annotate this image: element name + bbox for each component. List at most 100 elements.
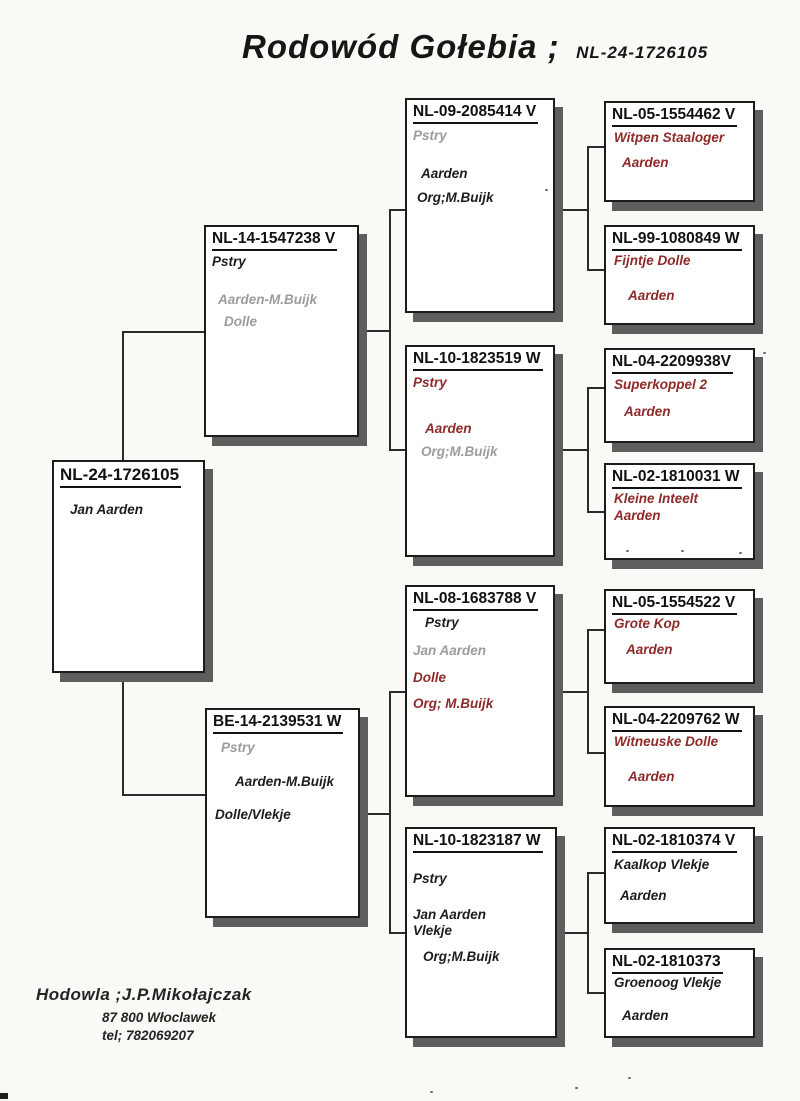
ring-number: NL-08-1683788 V: [413, 590, 547, 611]
pedigree-line: Witpen Staaloger: [614, 130, 725, 145]
pedigree-line: Aarden: [624, 403, 671, 419]
ring-number: NL-02-1810373: [612, 953, 747, 974]
title-text: Rodowód Gołebia ;: [242, 28, 560, 65]
connector-line: [389, 449, 406, 451]
connector-line: [358, 330, 391, 332]
pedigree-line: Fijntje Dolle: [614, 253, 691, 268]
ring-number: BE-14-2139531 W: [213, 713, 352, 734]
connector-line: [389, 691, 391, 934]
pedigree-box-dam: BE-14-2139531 W Pstry Aarden-M.Buijk Dol…: [205, 708, 360, 918]
scan-speck: [681, 550, 684, 552]
pedigree-line: Aarden: [622, 154, 669, 170]
pedigree-box-g4-7: NL-02-1810374 V Kaalkop Vlekje Aarden: [604, 827, 755, 924]
pedigree-box-g3-2: NL-10-1823519 W Pstry Aarden Org;M.Buijk: [405, 345, 555, 557]
pedigree-box-sire: NL-14-1547238 V Pstry Aarden-M.Buijk Dol…: [204, 225, 359, 437]
connector-line: [587, 146, 589, 271]
breeder-phone: tel; 782069207: [102, 1028, 194, 1043]
breeder-name: Hodowla ;J.P.Mikołajczak: [36, 985, 252, 1004]
pedigree-line: Org;M.Buijk: [423, 948, 500, 964]
ring-number: NL-05-1554522 V: [612, 594, 747, 615]
connector-line: [122, 331, 124, 461]
connector-line: [587, 387, 589, 513]
connector-line: [587, 269, 605, 271]
scan-speck: [575, 1087, 578, 1089]
pedigree-line: Jan Aarden: [413, 906, 487, 922]
connector-line: [587, 872, 589, 994]
breeder-address: 87 800 Włoclawek: [102, 1010, 217, 1025]
pedigree-line: Aarden: [425, 420, 472, 436]
pedigree-line: Pstry: [425, 615, 459, 630]
pedigree-box-g4-1: NL-05-1554462 V Witpen Staaloger Aarden: [604, 101, 755, 202]
pedigree-box-g4-2: NL-99-1080849 W Fijntje Dolle Aarden: [604, 225, 755, 325]
pedigree-line: Aarden: [620, 887, 667, 903]
ring-number: NL-09-2085414 V: [413, 103, 547, 124]
connector-line: [122, 331, 206, 333]
connector-line: [389, 209, 391, 451]
pedigree-line: Org; M.Buijk: [413, 695, 494, 711]
connector-line: [389, 932, 406, 934]
ring-number: NL-04-2209938V: [612, 353, 747, 374]
pedigree-box-g3-1: NL-09-2085414 V Pstry Aarden Org;M.Buijk: [405, 98, 555, 313]
scan-speck: [763, 352, 766, 354]
pedigree-box-g3-4: NL-10-1823187 W Pstry Jan Aarden Vlekje …: [405, 827, 557, 1038]
connector-line: [587, 992, 605, 994]
pedigree-box-root: NL-24-1726105 Jan Aarden: [52, 460, 205, 673]
ring-number: NL-05-1554462 V: [612, 106, 747, 127]
ring-number: NL-02-1810031 W: [612, 468, 747, 489]
scan-speck: [430, 1091, 433, 1093]
pedigree-line: Vlekje: [413, 923, 453, 939]
pedigree-line: Kaalkop Vlekje: [614, 857, 710, 872]
pedigree-box-g4-8: NL-02-1810373 Groenoog Vlekje Aarden: [604, 948, 755, 1038]
pedigree-box-g4-3: NL-04-2209938V Superkoppel 2 Aarden: [604, 348, 755, 443]
pedigree-line: Witneuske Dolle: [614, 734, 719, 749]
connector-line: [122, 794, 206, 796]
pedigree-box-g3-3: NL-08-1683788 V Pstry Jan Aarden Dolle O…: [405, 585, 555, 797]
connector-line: [587, 146, 605, 148]
pedigree-line: Pstry: [413, 128, 447, 143]
pedigree-line: Aarden: [628, 768, 675, 784]
pedigree-line: Jan Aarden: [413, 642, 487, 658]
connector-line: [587, 872, 605, 874]
pedigree-line: Dolle: [413, 670, 447, 686]
connector-line: [554, 449, 589, 451]
scan-speck: [628, 1077, 631, 1079]
title-ring-number: NL-24-1726105: [576, 43, 709, 62]
pedigree-line: Grote Kop: [614, 616, 680, 631]
ring-number: NL-10-1823519 W: [413, 350, 547, 371]
pedigree-line: Aarden: [628, 287, 675, 303]
connector-line: [587, 629, 589, 754]
ring-number: NL-99-1080849 W: [612, 230, 747, 251]
pedigree-line: Kleine Inteelt: [614, 491, 699, 506]
page-title: Rodowód Gołebia ; NL-24-1726105: [242, 28, 708, 66]
pedigree-line: Pstry: [212, 254, 246, 269]
connector-line: [122, 672, 124, 796]
scan-speck: [626, 550, 629, 552]
pedigree-line: Pstry: [221, 740, 255, 755]
connector-line: [587, 752, 605, 754]
pedigree-line: Aarden-M.Buijk: [218, 291, 318, 307]
connector-line: [587, 511, 605, 513]
ring-number: NL-02-1810374 V: [612, 832, 747, 853]
pedigree-line: Groenoog Vlekje: [614, 975, 722, 990]
pedigree-box-g4-6: NL-04-2209762 W Witneuske Dolle Aarden: [604, 706, 755, 807]
connector-line: [389, 209, 406, 211]
pedigree-line: Dolle: [224, 314, 258, 330]
connector-line: [587, 387, 605, 389]
ring-number: NL-10-1823187 W: [413, 832, 549, 853]
pedigree-line: Aarden-M.Buijk: [235, 773, 335, 789]
pedigree-line: Pstry: [413, 375, 447, 390]
connector-line: [554, 691, 589, 693]
ring-number: NL-24-1726105: [60, 465, 197, 488]
connector-line: [554, 209, 589, 211]
scan-speck: [545, 189, 548, 191]
pedigree-line: Aarden: [614, 507, 661, 523]
pedigree-line: Aarden: [421, 165, 468, 181]
pedigree-line: Pstry: [413, 871, 447, 886]
pedigree-line: Org;M.Buijk: [421, 444, 498, 460]
pedigree-line: Org;M.Buijk: [417, 190, 494, 206]
pedigree-line: Dolle/Vlekje: [215, 807, 291, 823]
connector-line: [359, 813, 391, 815]
breeder-info: Hodowla ;J.P.Mikołajczak 87 800 Włoclawe…: [36, 985, 252, 1043]
pedigree-box-g4-4: NL-02-1810031 W Kleine Inteelt Aarden: [604, 463, 755, 560]
